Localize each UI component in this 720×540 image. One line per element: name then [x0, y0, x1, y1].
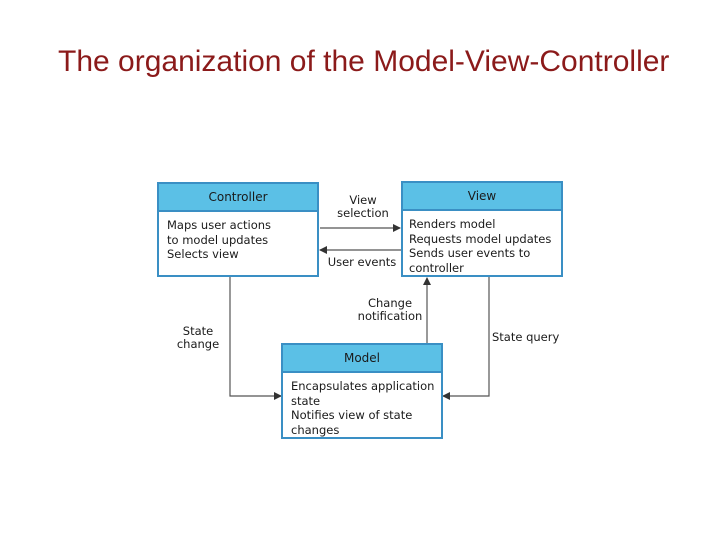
model-body: Encapsulates application state Notifies … [283, 373, 441, 441]
model-line: Encapsulates application [291, 379, 435, 393]
controller-line: to model updates [167, 232, 269, 247]
view-box: View Renders model Requests model update… [401, 181, 563, 277]
controller-line: Selects view [167, 247, 239, 261]
change-notification-label: Change notification [357, 296, 423, 323]
model-line: Notifies view of state [291, 408, 413, 422]
slide-title: The organization of the Model-View-Contr… [58, 45, 670, 78]
view-header: View [403, 183, 561, 211]
controller-body: Maps user actions to model updates Selec… [159, 212, 317, 266]
view-line: Renders model [409, 217, 496, 231]
controller-line: Maps user actions [167, 218, 272, 232]
state-query-arrow [442, 277, 490, 400]
view-body: Renders model Requests model updates Sen… [403, 211, 561, 279]
controller-box: Controller Maps user actions to model up… [157, 182, 319, 277]
model-header: Model [283, 345, 441, 373]
view-selection-label: View selection [337, 193, 389, 220]
view-line: Sends user events to [409, 246, 531, 260]
model-line: changes [291, 422, 340, 437]
model-box: Model Encapsulates application state Not… [281, 343, 443, 439]
view-line: Requests model updates [409, 231, 552, 246]
state-change-label: State change [176, 324, 220, 351]
controller-header: Controller [159, 184, 317, 212]
model-line: state [291, 393, 321, 408]
state-query-label: State query [492, 330, 560, 344]
user-events-label: User events [327, 255, 397, 269]
state-change-arrow [229, 277, 282, 400]
view-line: controller [409, 260, 464, 275]
